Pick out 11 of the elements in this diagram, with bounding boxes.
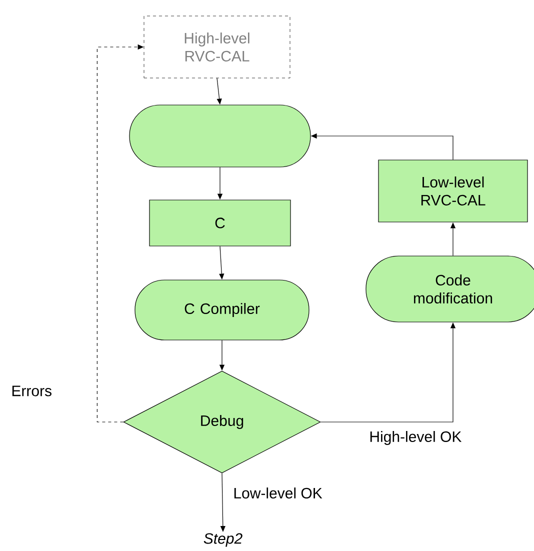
edge-label: High-level OK [368, 430, 463, 446]
input-box: High-level RVC-CAL [144, 16, 290, 78]
process-pill: C Compiler [134, 280, 310, 340]
data-box: C [149, 200, 291, 246]
data-box: Low-level RVC-CAL [378, 160, 528, 222]
edge-label: Low-level OK [232, 486, 324, 500]
end-label: Step2 [204, 533, 242, 547]
process-pill: Code modification [366, 256, 534, 322]
edge-label: Errors [10, 384, 54, 398]
process-pill [129, 104, 311, 168]
arrow [220, 473, 226, 532]
